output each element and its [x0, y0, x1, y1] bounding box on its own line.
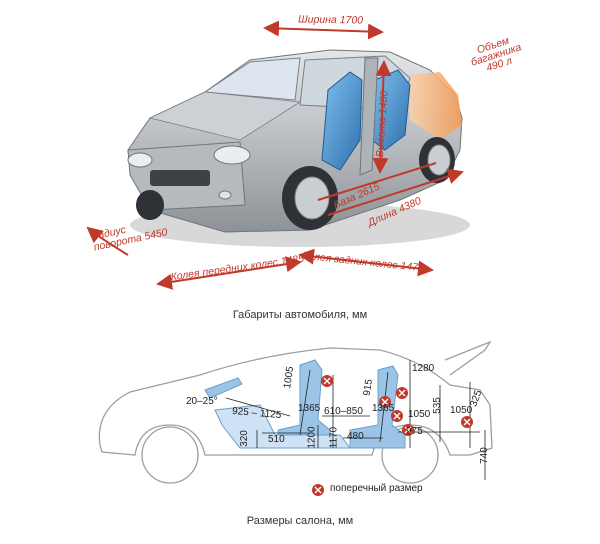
cross-markers: [321, 375, 473, 436]
dim-1365-rear: 1365: [372, 403, 395, 414]
cross-marker-2: [396, 387, 408, 399]
dim-610-850: 610–850: [324, 406, 363, 417]
cross-marker-4: [391, 410, 403, 422]
floor-pan: [214, 404, 352, 449]
dim-510: 510: [268, 434, 285, 445]
rear-track-arrow: [298, 248, 434, 277]
dim-1050-a: 1050: [408, 409, 431, 420]
base-arrow: [317, 162, 437, 201]
rear-wheel: [419, 137, 455, 183]
length-arrow: [327, 168, 464, 216]
fog-light: [218, 190, 232, 200]
interior-caption: Размеры салона, мм: [246, 515, 354, 527]
cross-marker-1: [321, 375, 333, 387]
dim-535: 535: [431, 397, 443, 414]
front-wheel-outline: [141, 426, 199, 484]
dim-740: 740: [478, 447, 490, 464]
trunk-lid: [444, 340, 492, 376]
interior-diagram: 20–25° 1005 915 1280 535 925 – 1125 1365…: [0, 330, 600, 500]
cross-marker-3: [379, 396, 391, 408]
rear-seat-outline: [349, 365, 406, 449]
headlight-left: [127, 152, 153, 168]
cross-marker-6: [402, 424, 414, 436]
car-side-outline: [98, 340, 493, 496]
dim-1170: 1170: [328, 426, 340, 449]
legend-marker-icon: [312, 484, 324, 496]
dim-320: 320: [238, 430, 250, 447]
hood: [148, 91, 302, 141]
front-track-arrow: [156, 256, 302, 290]
dim-975: 975: [406, 426, 423, 437]
height-arrow: [372, 60, 392, 174]
dim-1200: 1200: [306, 426, 318, 449]
dim-angle: 20–25°: [186, 396, 218, 407]
dim-1280: 1280: [412, 363, 435, 374]
windshield: [203, 57, 301, 101]
dim-1050-b: 1050: [450, 405, 473, 416]
car-exterior-illustration: [86, 20, 470, 290]
radius-arrow: [86, 226, 129, 256]
grille: [150, 170, 210, 186]
dim-915: 915: [361, 378, 375, 397]
steering-wheel: [204, 377, 243, 399]
dim-480: 480: [347, 431, 364, 442]
exterior-caption: Габариты автомобиля, мм: [232, 309, 368, 321]
headlight-right: [213, 145, 251, 165]
front-seat: [321, 71, 363, 171]
trunk-area: [408, 72, 462, 140]
legend-label: поперечный размер: [330, 483, 423, 494]
dim-1365-front: 1365: [298, 403, 321, 414]
width-arrow: [263, 20, 384, 40]
front-wheel: [282, 166, 338, 230]
width-label: Ширина 1700: [297, 13, 364, 27]
front-left-wheel: [136, 190, 164, 220]
cross-marker-5: [461, 416, 473, 428]
exterior-diagram: Ширина 1700 Объем багажника 490 л Высота…: [86, 13, 523, 290]
